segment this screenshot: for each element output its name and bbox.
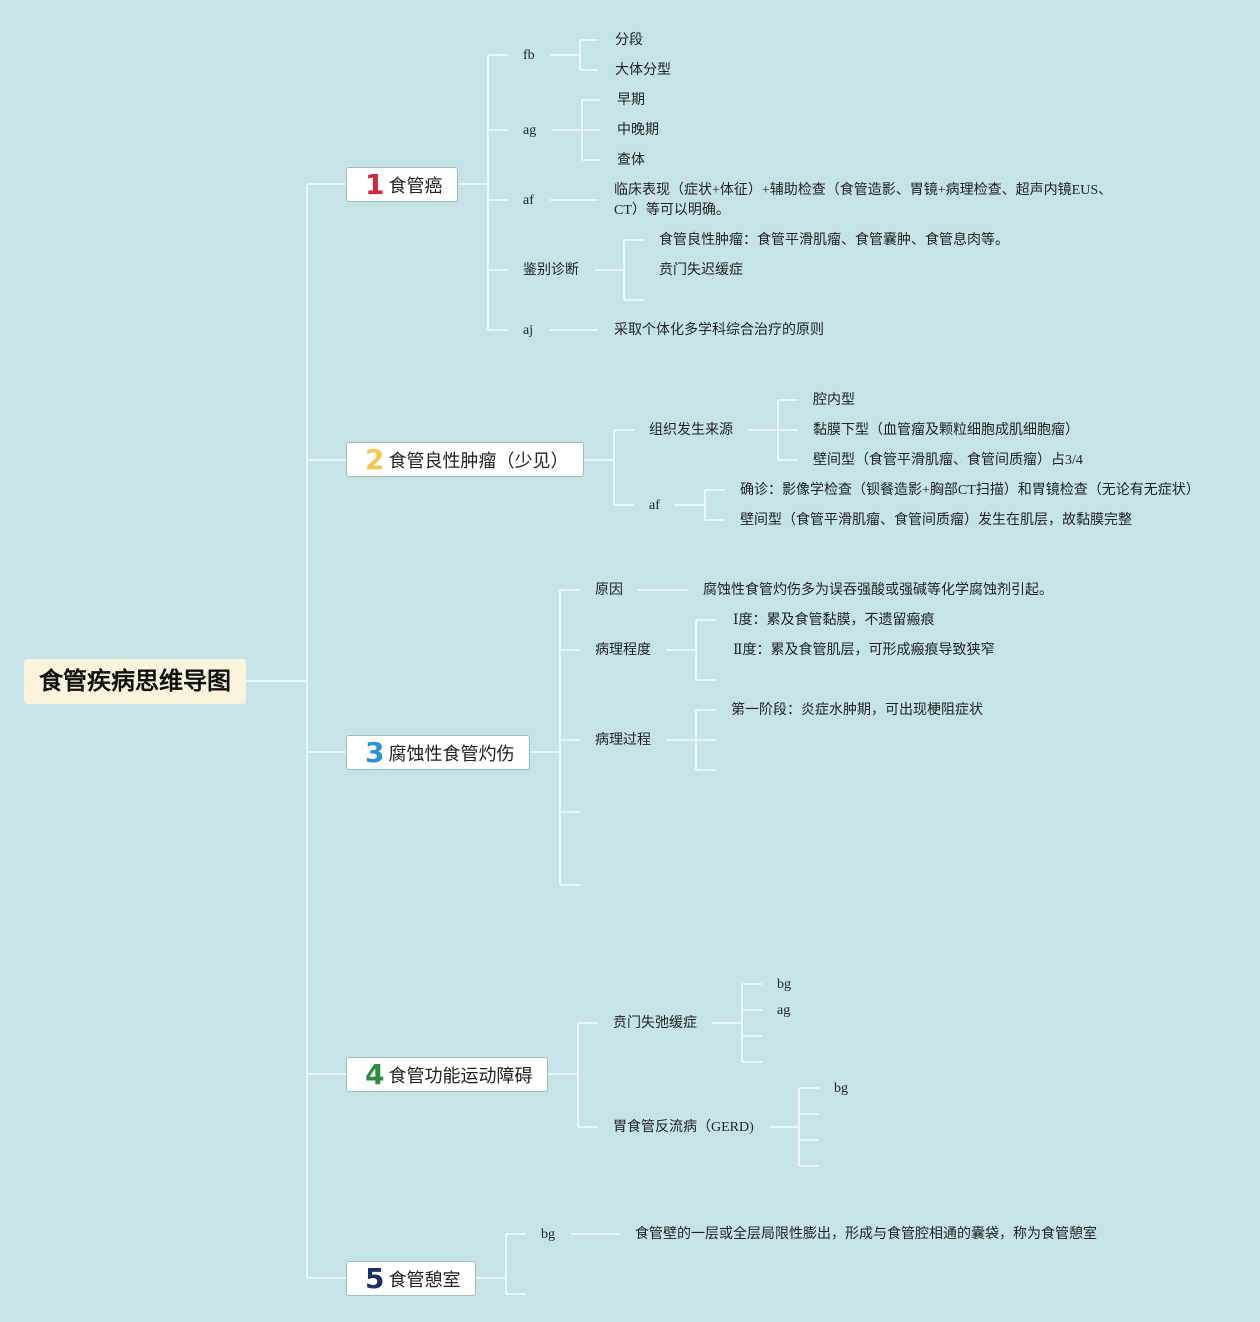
node-benign-tumor-diff[interactable]: 食管良性肿瘤：食管平滑肌瘤、食管囊肿、食管息肉等。 (659, 233, 1009, 248)
node-af-2[interactable]: af (649, 498, 660, 513)
branch-label: 食管功能运动障碍 (388, 1066, 533, 1087)
node-intramural-note[interactable]: 壁间型（食管平滑肌瘤、食管间质瘤）发生在肌层，故黏膜完整 (740, 513, 1132, 528)
number-4-icon: 4 (365, 1058, 385, 1091)
node-cause[interactable]: 原因 (595, 583, 623, 598)
node-pathology-degree[interactable]: 病理程度 (595, 643, 651, 658)
branch-label: 食管癌 (388, 176, 443, 197)
node-degree-1[interactable]: Ⅰ度：累及食管黏膜，不遗留瘢痕 (733, 613, 935, 628)
node-gerd-bg[interactable]: bg (834, 1081, 848, 1096)
node-pathology-process[interactable]: 病理过程 (595, 733, 651, 748)
node-exam[interactable]: 查体 (617, 153, 645, 168)
node-achalasia-ag[interactable]: ag (777, 1003, 791, 1018)
node-mid-late[interactable]: 中晚期 (617, 123, 659, 138)
node-achalasia-bg[interactable]: bg (777, 977, 791, 992)
node-early[interactable]: 早期 (617, 93, 645, 108)
node-ag[interactable]: ag (523, 123, 537, 138)
node-diagnosis-confirm[interactable]: 确诊：影像学检查（钡餐造影+胸部CT扫描）和胃镜检查（无论有无症状） (740, 483, 1200, 498)
node-achalasia-diff[interactable]: 贲门失迟缓症 (659, 263, 743, 278)
node-stage-1[interactable]: 第一阶段：炎症水肿期，可出现梗阻症状 (731, 703, 983, 718)
branch-label: 食管良性肿瘤（少见） (388, 451, 569, 472)
node-achalasia[interactable]: 贲门失弛缓症 (613, 1016, 697, 1031)
node-intraluminal[interactable]: 腔内型 (813, 393, 855, 408)
number-3-icon: 3 (365, 736, 385, 769)
node-bg-5[interactable]: bg (541, 1227, 555, 1242)
node-gross-type[interactable]: 大体分型 (615, 63, 671, 78)
node-intramural[interactable]: 壁间型（食管平滑肌瘤、食管间质瘤）占3/4 (813, 453, 1083, 468)
branch-label: 食管憩室 (388, 1270, 461, 1291)
node-af-text[interactable]: 临床表现（症状+体征）+辅助检查（食管造影、胃镜+病理检查、超声内镜EUS、CT… (614, 183, 1113, 218)
node-differential-diagnosis[interactable]: 鉴别诊断 (523, 263, 579, 278)
node-gerd[interactable]: 胃食管反流病（GERD) (613, 1120, 754, 1135)
number-2-icon: 2 (365, 443, 385, 476)
number-5-icon: 5 (365, 1262, 385, 1295)
root-topic[interactable]: 食管疾病思维导图 (24, 659, 246, 704)
node-degree-2[interactable]: Ⅱ度：累及食管肌层，可形成瘢痕导致狭窄 (733, 643, 995, 658)
node-af[interactable]: af (523, 193, 534, 208)
node-aj-text[interactable]: 采取个体化多学科综合治疗的原则 (614, 323, 824, 338)
node-tissue-origin[interactable]: 组织发生来源 (649, 423, 733, 438)
node-diverticulum-text[interactable]: 食管壁的一层或全层局限性膨出，形成与食管腔相通的囊袋，称为食管憩室 (635, 1227, 1097, 1242)
node-aj[interactable]: aj (523, 323, 534, 338)
branch-label: 腐蚀性食管灼伤 (388, 744, 515, 765)
node-submucosal[interactable]: 黏膜下型（血管瘤及颗粒细胞成肌细胞瘤） (813, 423, 1079, 438)
node-fb[interactable]: fb (523, 48, 535, 63)
number-1-icon: 1 (365, 168, 385, 201)
node-segmentation[interactable]: 分段 (615, 33, 643, 48)
node-cause-text[interactable]: 腐蚀性食管灼伤多为误吞强酸或强碱等化学腐蚀剂引起。 (703, 583, 1053, 598)
